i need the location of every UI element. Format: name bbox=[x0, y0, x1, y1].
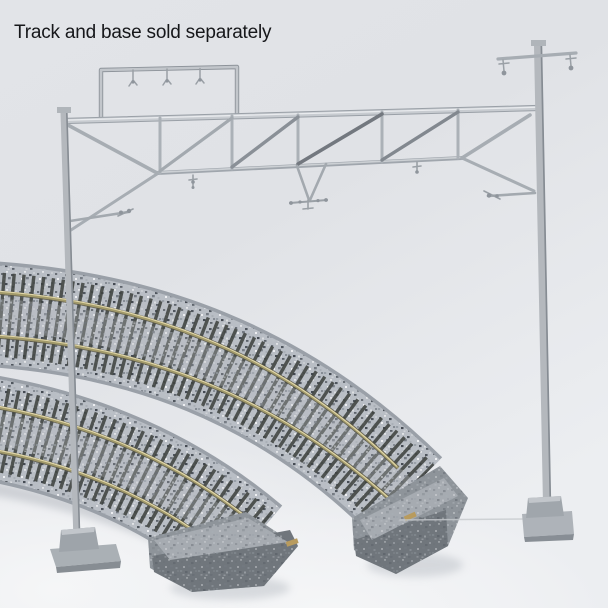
truss-diagonals bbox=[158, 110, 460, 173]
right-taper bbox=[460, 113, 532, 160]
right-registration-arm bbox=[483, 190, 537, 200]
left-lower-diagonal bbox=[69, 172, 159, 232]
right-mast-base bbox=[399, 496, 574, 542]
truss-beam bbox=[60, 104, 541, 232]
inner-track bbox=[0, 375, 299, 592]
right-lower-diagonal bbox=[460, 156, 536, 193]
left-mast-cap bbox=[57, 107, 71, 113]
chord-insulators bbox=[188, 161, 422, 189]
catenary-gantry bbox=[50, 40, 578, 573]
top-frame bbox=[98, 64, 240, 123]
outer-track-rails bbox=[0, 290, 414, 522]
caption-text: Track and base sold separately bbox=[14, 22, 272, 43]
outer-track bbox=[0, 261, 468, 574]
left-taper bbox=[64, 122, 159, 175]
right-mast bbox=[496, 40, 578, 509]
center-v-hanger bbox=[289, 162, 328, 210]
left-mast-base bbox=[50, 527, 121, 573]
left-mast bbox=[57, 107, 81, 546]
frame-insulators bbox=[128, 67, 205, 87]
truss-verticals bbox=[158, 108, 460, 175]
inner-track-end bbox=[148, 512, 299, 592]
right-mast-crossarm bbox=[496, 51, 578, 76]
left-registration-arm bbox=[68, 208, 134, 223]
right-mast-cap bbox=[531, 40, 546, 46]
